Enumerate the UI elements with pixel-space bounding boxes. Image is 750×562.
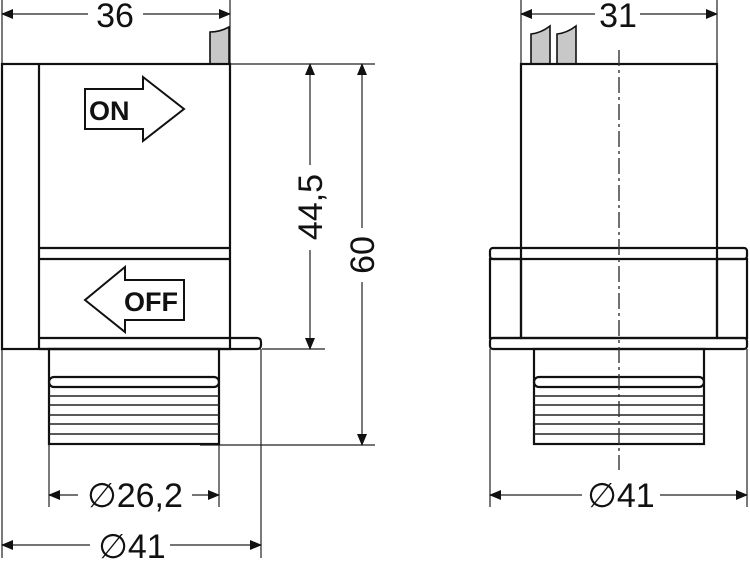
contact-tab: [556, 24, 577, 65]
flange: [39, 336, 263, 351]
front-view: 31 ∅41: [488, 0, 749, 515]
off-arrow-icon: [83, 264, 185, 335]
side-rib: [715, 257, 749, 340]
side-view: ON OFF 36 44,5 60 ∅26,2 ∅41: [0, 0, 382, 562]
on-arrow-icon: [84, 74, 186, 144]
flange-diameter-dimension: ∅41: [587, 477, 654, 515]
contact-tab: [209, 25, 230, 65]
thread-ring: [47, 375, 221, 389]
thread-diameter-dimension: ∅26,2: [87, 477, 183, 515]
flange-diameter-dimension: ∅41: [98, 528, 165, 562]
inner-height-dimension: 44,5: [292, 174, 330, 240]
on-label: ON: [89, 96, 130, 126]
off-label: OFF: [124, 287, 178, 317]
width-dimension: 36: [96, 0, 134, 35]
thread-lines: [49, 395, 219, 435]
contact-tab: [530, 24, 551, 65]
total-height-dimension: 60: [344, 236, 382, 274]
width-dimension: 31: [599, 0, 637, 35]
side-rib: [488, 257, 523, 340]
